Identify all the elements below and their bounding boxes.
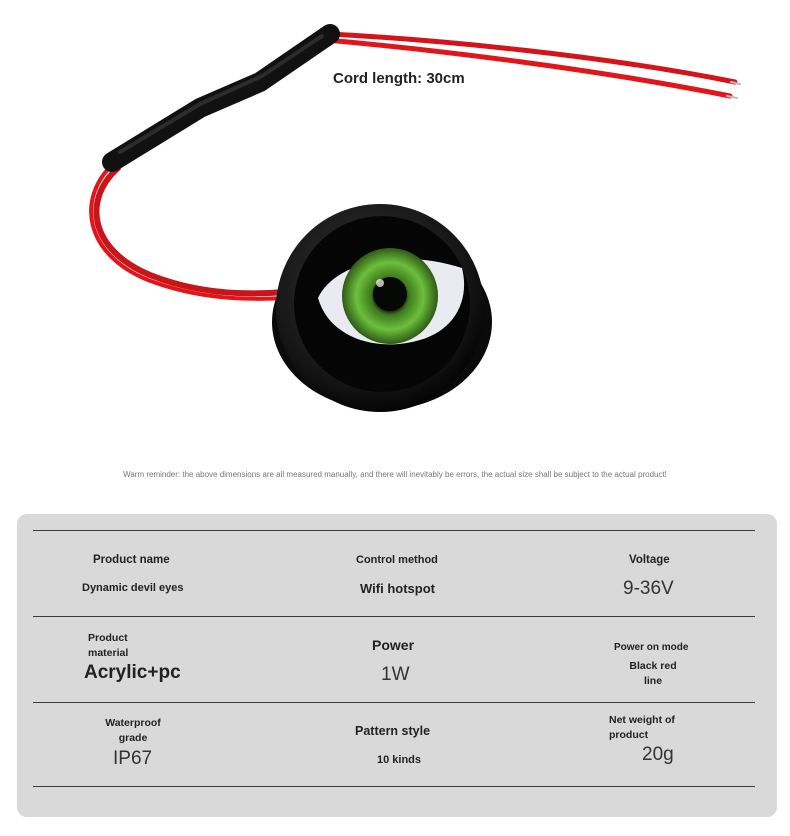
voltage-label: Voltage [629,554,670,566]
waterproof-label: Waterproof grade [105,717,161,744]
product-name-label: Product name [93,554,170,566]
control-method-label: Control method [356,554,438,566]
divider [33,530,755,531]
voltage-value: 9-36V [623,578,674,599]
cord-length-label: Cord length: 30cm [333,70,465,87]
warm-reminder-note: Warm reminder: the above dimensions are … [123,470,667,479]
material-value: Acrylic+pc [84,662,181,683]
power-label: Power [372,637,415,653]
waterproof-value: IP67 [113,748,153,769]
divider [33,786,755,787]
power-on-mode-label: Power on mode [614,642,689,653]
power-on-mode-value: Black red line [629,660,677,687]
heat-shrink-sleeve [102,24,340,172]
red-wire [89,31,741,301]
net-weight-label: Net weight of product [609,714,675,741]
eye-display-device [272,204,492,412]
material-label: Product material [88,632,129,659]
spec-panel: Product name Dynamic devil eyes Control … [17,514,777,817]
product-name-value: Dynamic devil eyes [82,582,184,594]
control-method-value: Wifi hotspot [360,581,435,596]
divider [33,702,755,703]
pattern-style-label: Pattern style [355,724,431,738]
power-value: 1W [381,664,410,685]
divider [33,616,755,617]
net-weight-value: 20g [642,744,674,765]
pattern-style-value: 10 kinds [377,754,422,766]
product-photo [89,24,741,412]
